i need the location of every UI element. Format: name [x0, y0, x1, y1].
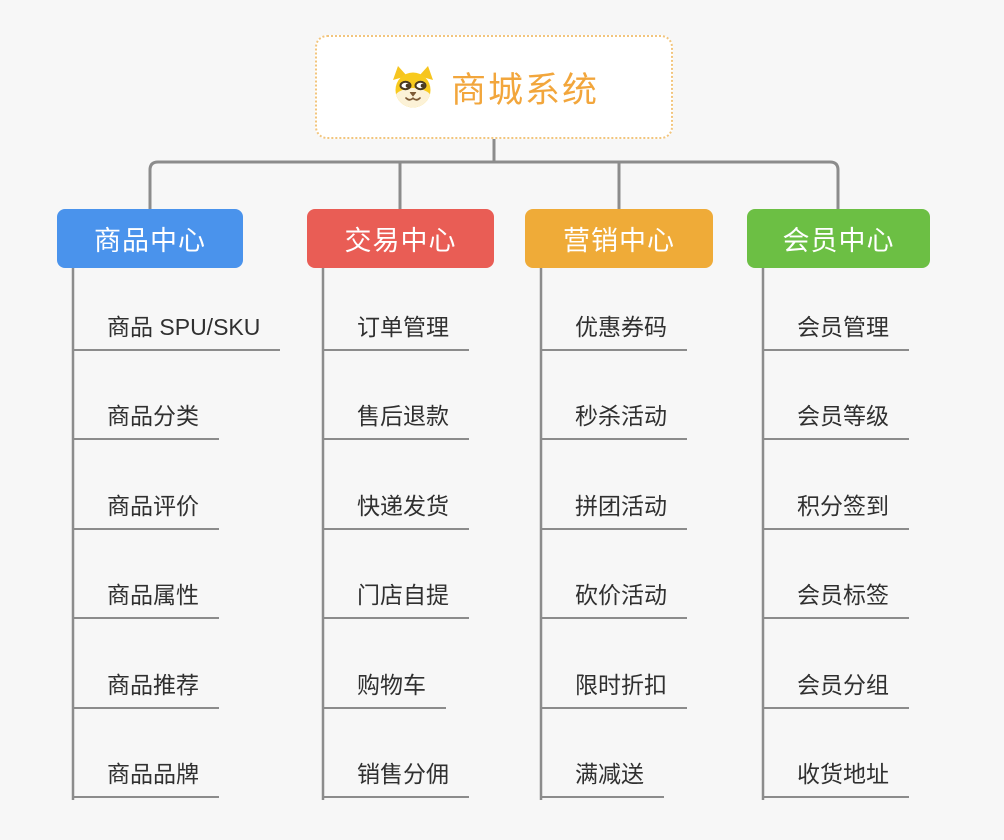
leaf-topic[interactable]: 积分签到 — [763, 486, 909, 530]
leaf-topic[interactable]: 会员分组 — [763, 665, 909, 709]
leaf-topic[interactable]: 商品 SPU/SKU — [73, 307, 281, 351]
root-title: 商城系统 — [450, 70, 599, 110]
leaf-topic[interactable]: 拼团活动 — [541, 486, 687, 530]
leaf-topic[interactable]: 收货地址 — [763, 754, 909, 798]
leaf-topic[interactable]: 售后退款 — [323, 396, 469, 440]
branch-node-products[interactable]: 商品中心 — [57, 209, 243, 268]
root-node[interactable]: 商城系统 — [315, 35, 673, 139]
branch-node-members[interactable]: 会员中心 — [747, 209, 930, 268]
leaf-topic[interactable]: 商品评价 — [73, 486, 219, 530]
branch-node-marketing[interactable]: 营销中心 — [525, 209, 713, 268]
leaf-topic[interactable]: 订单管理 — [323, 307, 469, 351]
leaf-topic[interactable]: 限时折扣 — [541, 665, 687, 709]
leaf-topic[interactable]: 会员等级 — [763, 396, 909, 440]
branch-node-trade[interactable]: 交易中心 — [307, 209, 494, 268]
leaf-topic[interactable]: 门店自提 — [323, 575, 469, 619]
leaf-topic[interactable]: 会员管理 — [763, 307, 909, 351]
leaf-topic[interactable]: 商品推荐 — [73, 665, 219, 709]
leaf-topic[interactable]: 满减送 — [541, 754, 664, 798]
leaf-topic[interactable]: 快递发货 — [323, 486, 469, 530]
leaf-topic[interactable]: 砍价活动 — [541, 575, 687, 619]
leaf-topic[interactable]: 商品品牌 — [73, 754, 219, 798]
leaf-topic[interactable]: 优惠券码 — [541, 307, 687, 351]
leaf-topic[interactable]: 商品属性 — [73, 575, 219, 619]
shiba-dog-icon — [389, 62, 437, 112]
leaf-topic[interactable]: 销售分佣 — [323, 754, 469, 798]
leaf-topic[interactable]: 秒杀活动 — [541, 396, 687, 440]
branch-bus-line — [148, 160, 840, 209]
leaf-topic[interactable]: 会员标签 — [763, 575, 909, 619]
leaf-topic[interactable]: 购物车 — [323, 665, 446, 709]
leaf-topic[interactable]: 商品分类 — [73, 396, 219, 440]
